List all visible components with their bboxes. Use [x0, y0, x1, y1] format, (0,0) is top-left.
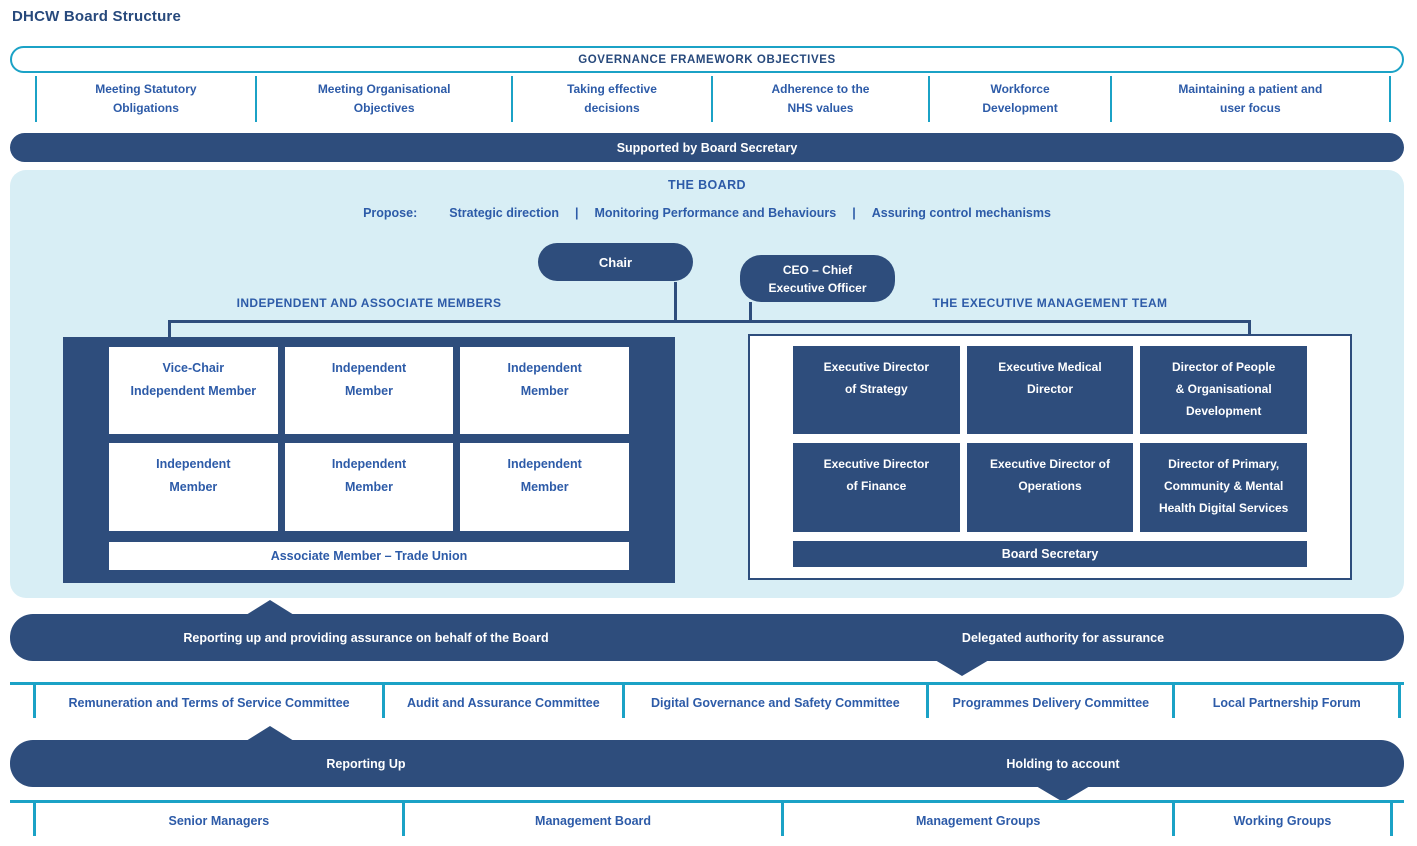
page-title: DHCW Board Structure [12, 8, 182, 25]
delegated-authority-label: Delegated authority for assurance [961, 630, 1165, 645]
propose-item-strategic-direction: Strategic direction [449, 206, 559, 220]
exec-director-operations: Executive Director of Operations [966, 443, 1134, 532]
member-independent: Independent Member [284, 443, 454, 531]
objective-patient-user-focus: Maintaining a patient and user focus [1109, 76, 1391, 122]
chair-node: Chair [538, 243, 693, 281]
executive-team-heading: THE EXECUTIVE MANAGEMENT TEAM [932, 296, 1168, 310]
accountability-bar: Reporting Up Holding to account [10, 740, 1404, 787]
associate-member-trade-union: Associate Member – Trade Union [109, 542, 629, 570]
independent-members-heading: INDEPENDENT AND ASSOCIATE MEMBERS [236, 296, 502, 310]
committee-remuneration-terms-of-service: Remuneration and Terms of Service Commit… [33, 684, 382, 718]
director-primary-community-mental-health: Director of Primary, Community & Mental … [1140, 443, 1307, 532]
connector-executive-group-line [1248, 320, 1251, 335]
governance-framework-header: GOVERNANCE FRAMEWORK OBJECTIVES [10, 46, 1404, 73]
propose-separator: | [575, 206, 579, 220]
arrow-up-icon [246, 600, 294, 615]
management-top-line [10, 800, 1404, 803]
member-vice-chair: Vice-Chair Independent Member [109, 347, 278, 434]
holding-to-account-label: Holding to account [1006, 756, 1120, 771]
ceo-node: CEO – Chief Executive Officer [740, 255, 895, 302]
propose-item-monitoring-performance: Monitoring Performance and Behaviours [594, 206, 837, 220]
board-propose-line: Propose: Strategic direction | Monitorin… [10, 206, 1404, 220]
member-independent: Independent Member [109, 443, 278, 531]
propose-separator: | [852, 206, 856, 220]
board-secretary-strip: Board Secretary [793, 541, 1307, 567]
director-people-od: Director of People & Organisational Deve… [1140, 346, 1307, 434]
propose-prefix: Propose: [363, 206, 418, 220]
local-partnership-forum: Local Partnership Forum [1172, 684, 1401, 718]
propose-item-assuring-control: Assuring control mechanisms [871, 206, 1051, 220]
management-groups: Management Groups [781, 802, 1172, 836]
reporting-up-assurance-label: Reporting up and providing assurance on … [183, 630, 549, 645]
member-independent: Independent Member [460, 443, 629, 531]
objective-meeting-statutory-obligations: Meeting Statutory Obligations [35, 76, 255, 122]
committees-row: Remuneration and Terms of Service Commit… [33, 684, 1401, 718]
committees-top-line [10, 682, 1404, 685]
committee-digital-governance-safety: Digital Governance and Safety Committee [621, 684, 927, 718]
governance-objectives-row: Meeting Statutory Obligations Meeting Or… [35, 76, 1391, 122]
exec-director-finance: Executive Director of Finance [793, 443, 960, 532]
objective-adherence-nhs-values: Adherence to the NHS values [710, 76, 929, 122]
arrow-up-icon [246, 726, 294, 741]
management-board: Management Board [401, 802, 782, 836]
working-groups: Working Groups [1171, 802, 1393, 836]
senior-managers: Senior Managers [33, 802, 402, 836]
assurance-bar: Reporting up and providing assurance on … [10, 614, 1404, 661]
member-independent: Independent Member [460, 347, 629, 434]
reporting-up-label: Reporting Up [326, 756, 406, 771]
objective-taking-effective-decisions: Taking effective decisions [511, 76, 710, 122]
objective-meeting-organisational-objectives: Meeting Organisational Objectives [254, 76, 512, 122]
connector-independent-group-line [168, 320, 171, 338]
arrow-down-icon [935, 660, 989, 676]
management-row: Senior Managers Management Board Managem… [33, 802, 1393, 836]
arrow-down-icon [1036, 786, 1090, 802]
connector-horizontal-line [168, 320, 1251, 323]
committee-audit-assurance: Audit and Assurance Committee [382, 684, 621, 718]
exec-director-strategy: Executive Director of Strategy [793, 346, 960, 434]
connector-chair-line [674, 282, 677, 321]
connector-ceo-line [749, 302, 752, 321]
board-panel: THE BOARD Propose: Strategic direction |… [10, 170, 1404, 598]
committee-programmes-delivery: Programmes Delivery Committee [926, 684, 1172, 718]
exec-medical-director: Executive Medical Director [966, 346, 1134, 434]
objective-workforce-development: Workforce Development [928, 76, 1109, 122]
independent-members-group: Vice-Chair Independent Member Independen… [63, 337, 675, 583]
member-independent: Independent Member [284, 347, 454, 434]
executive-team-group: Executive Director of Strategy Executive… [748, 334, 1352, 580]
supported-by-board-secretary-bar: Supported by Board Secretary [10, 133, 1404, 162]
board-heading: THE BOARD [668, 178, 746, 192]
